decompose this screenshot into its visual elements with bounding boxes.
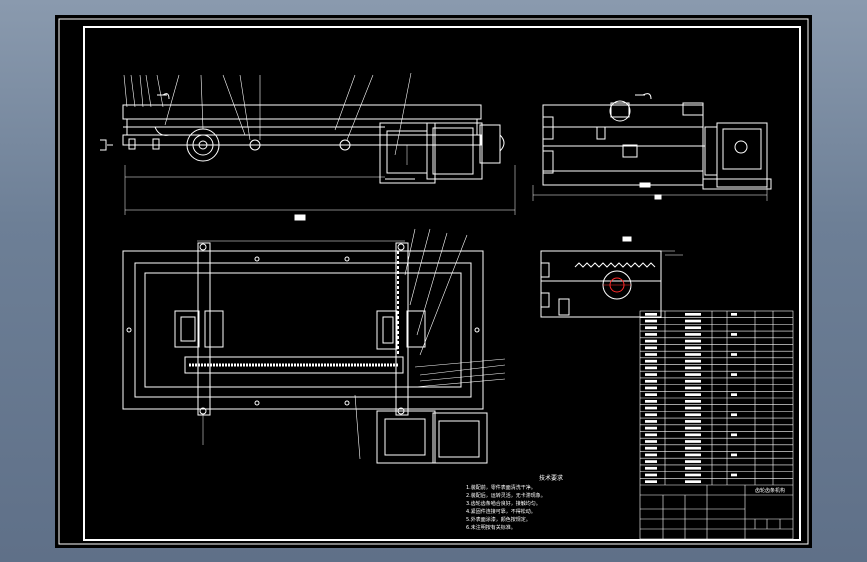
note-item: 1.装配前，零件表面清洗干净。 <box>466 485 536 491</box>
section-view <box>540 236 683 318</box>
parts-cell-text <box>645 366 657 370</box>
parts-cell-text <box>645 326 657 330</box>
parts-cell-text <box>685 426 701 430</box>
parts-cell-text <box>685 406 701 410</box>
parts-cell-text <box>731 413 737 417</box>
parts-cell-text <box>645 480 657 483</box>
parts-cell-text <box>731 393 737 396</box>
parts-cell-text <box>645 420 657 423</box>
parts-cell-text <box>731 353 737 356</box>
parts-cell-text <box>685 359 701 363</box>
parts-cell-text <box>685 319 701 323</box>
parts-cell-text <box>685 393 701 396</box>
note-item: 4.紧固件连接可靠，不得松动。 <box>466 509 536 515</box>
parts-cell-text <box>685 353 701 356</box>
technical-notes: 技术要求 1.装配前，零件表面清洗干净。 2.装配后，运转灵活，无卡滞现象。 3… <box>466 475 636 532</box>
parts-cell-text <box>685 480 701 483</box>
parts-cell-text <box>685 413 701 417</box>
parts-cell-text <box>645 379 657 383</box>
parts-cell-text <box>685 333 701 336</box>
parts-cell-text <box>645 339 657 343</box>
parts-cell-text <box>645 313 657 316</box>
parts-cell-text <box>685 460 701 463</box>
parts-cell-text <box>685 453 701 457</box>
parts-cell-text <box>731 473 737 477</box>
parts-cell-text <box>645 373 657 376</box>
parts-cell-text <box>645 353 657 356</box>
note-item: 6.未注明按有关标准。 <box>466 525 516 531</box>
parts-cell-text <box>645 446 657 450</box>
parts-cell-text <box>645 406 657 410</box>
note-item: 3.齿轮齿条啮合良好，接触均匀。 <box>466 501 541 507</box>
parts-cell-text <box>645 466 657 470</box>
parts-cell-text <box>645 346 657 350</box>
drawing-lines <box>58 18 809 545</box>
plan-view <box>122 228 506 464</box>
outer-border <box>58 18 809 545</box>
parts-cell-text <box>685 473 701 477</box>
parts-cell-text <box>685 420 701 423</box>
front-view <box>100 72 516 221</box>
parts-cell-text <box>645 426 657 430</box>
parts-cell-text <box>685 400 701 403</box>
parts-cell-text <box>645 359 657 363</box>
inner-border <box>83 26 801 541</box>
parts-cell-text <box>645 460 657 463</box>
parts-cell-text <box>645 333 657 336</box>
notes-title: 技术要求 <box>538 475 563 482</box>
parts-cell-text <box>645 433 657 437</box>
cad-drawing-sheet: 技术要求 1.装配前，零件表面清洗干净。 2.装配后，运转灵活，无卡滞现象。 3… <box>55 15 812 548</box>
parts-cell-text <box>685 366 701 370</box>
parts-cell-text <box>685 326 701 330</box>
parts-cell-text <box>645 413 657 417</box>
parts-cell-text <box>645 440 657 443</box>
parts-cell-text <box>685 433 701 437</box>
parts-cell-text <box>645 400 657 403</box>
parts-list <box>639 310 794 540</box>
parts-cell-text <box>645 319 657 323</box>
title-block-name: 齿轮齿条机构 <box>755 488 786 494</box>
parts-cell-text <box>685 339 701 343</box>
parts-cell-text <box>731 433 737 437</box>
parts-cell-text <box>685 446 701 450</box>
note-item: 5.外表面涂漆，颜色按规定。 <box>466 517 531 523</box>
parts-cell-text <box>731 453 737 457</box>
parts-cell-text <box>685 440 701 443</box>
parts-cell-text <box>731 333 737 336</box>
parts-cell-text <box>645 393 657 396</box>
parts-cell-text <box>645 386 657 390</box>
parts-cell-text <box>685 466 701 470</box>
parts-cell-text <box>685 313 701 316</box>
note-item: 2.装配后，运转灵活，无卡滞现象。 <box>466 493 546 499</box>
parts-cell-text <box>731 313 737 316</box>
parts-cell-text <box>731 373 737 376</box>
parts-cell-text <box>685 346 701 350</box>
parts-cell-text <box>645 453 657 457</box>
parts-cell-text <box>685 386 701 390</box>
parts-cell-text <box>685 373 701 376</box>
side-view <box>532 93 772 201</box>
parts-cell-text <box>685 379 701 383</box>
parts-cell-text <box>645 473 657 477</box>
